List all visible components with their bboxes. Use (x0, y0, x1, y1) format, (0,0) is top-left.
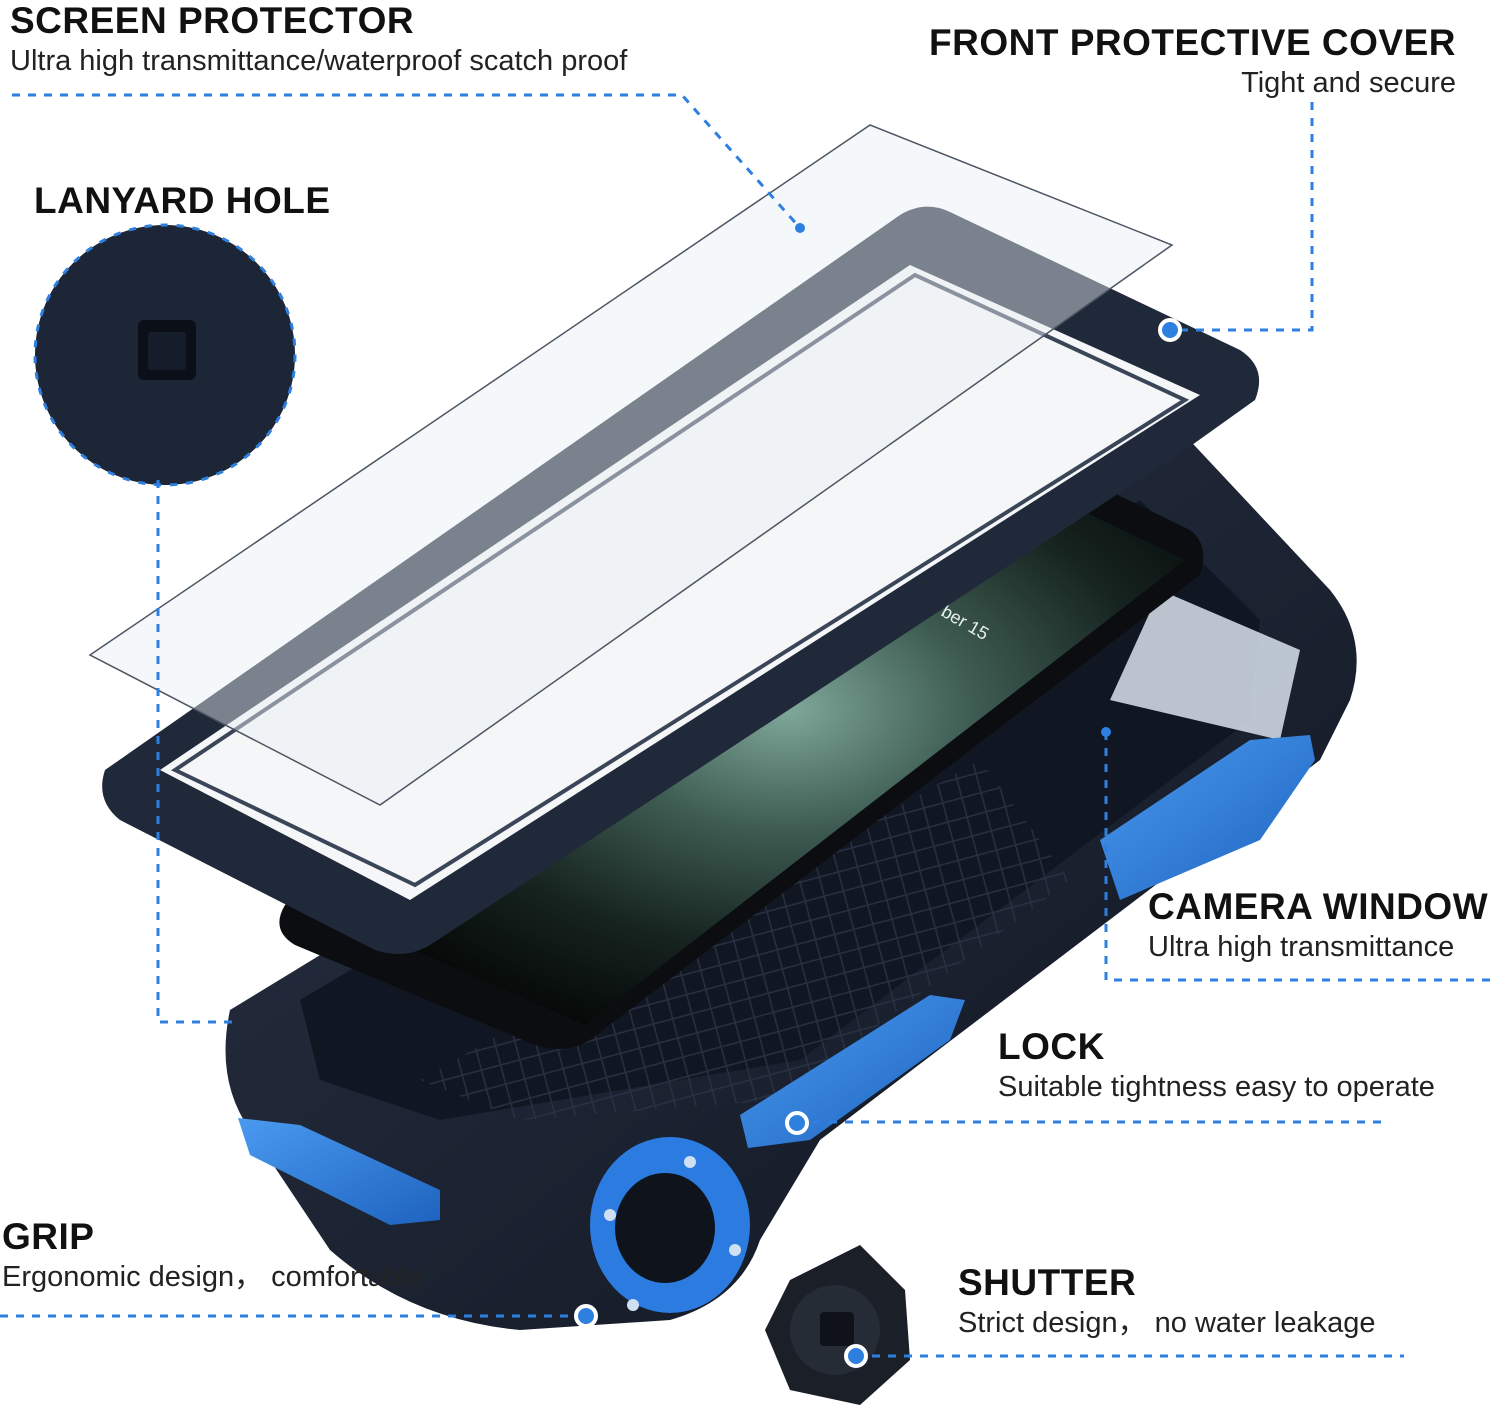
grip-label: GRIP Ergonomic design， comfortable (2, 1216, 423, 1296)
lock-label: LOCK Suitable tightness easy to operate (998, 1026, 1435, 1106)
dot-lock (785, 1111, 809, 1135)
dot-grip (574, 1304, 598, 1328)
screen-protector-leader (12, 93, 802, 229)
screen-protector-glass (88, 124, 1174, 806)
front-cover-frame (102, 206, 1260, 954)
lanyard-hole-title: LANYARD HOLE (34, 180, 331, 221)
front-cover-leader (1172, 102, 1314, 332)
camera-window-title: CAMERA WINDOW (1148, 886, 1489, 927)
camera-window-leader (1104, 732, 1496, 982)
shutter-subtitle: Strict design， no water leakage (958, 1307, 1376, 1339)
callout-dots (574, 223, 1182, 1368)
lanyard-hole-label: LANYARD HOLE (34, 180, 331, 222)
callout-lines (0, 93, 1496, 1358)
lock-title: LOCK (998, 1026, 1105, 1067)
front-cover-subtitle: Tight and secure (1241, 67, 1456, 99)
lock-subtitle: Suitable tightness easy to operate (998, 1071, 1435, 1103)
shutter-part (765, 1245, 910, 1405)
dot-screen-protector (795, 223, 805, 233)
case-shutter-ring (590, 1137, 750, 1313)
grip-title: GRIP (2, 1216, 95, 1257)
shutter-title: SHUTTER (958, 1262, 1137, 1303)
dot-front-cover (1158, 318, 1182, 342)
screen-protector-label: SCREEN PROTECTOR Ultra high transmittanc… (10, 0, 627, 80)
grip-subtitle: Ergonomic design， comfortable (2, 1261, 423, 1293)
screen-protector-title: SCREEN PROTECTOR (10, 0, 415, 41)
dot-shutter (844, 1344, 868, 1368)
camera-window-subtitle: Ultra high transmittance (1148, 931, 1455, 963)
front-cover-label: FRONT PROTECTIVE COVER Tight and secure (929, 22, 1456, 102)
lock-clips (238, 735, 1315, 1225)
lanyard-zoom (33, 223, 297, 487)
front-cover-title: FRONT PROTECTIVE COVER (929, 22, 1456, 63)
lanyard-leader (156, 480, 235, 1024)
shutter-label: SHUTTER Strict design， no water leakage (958, 1262, 1376, 1342)
dot-camera-window (1101, 727, 1111, 737)
screen-protector-subtitle: Ultra high transmittance/waterproof scat… (10, 45, 628, 77)
camera-window-label: CAMERA WINDOW Ultra high transmittance (1148, 886, 1488, 966)
